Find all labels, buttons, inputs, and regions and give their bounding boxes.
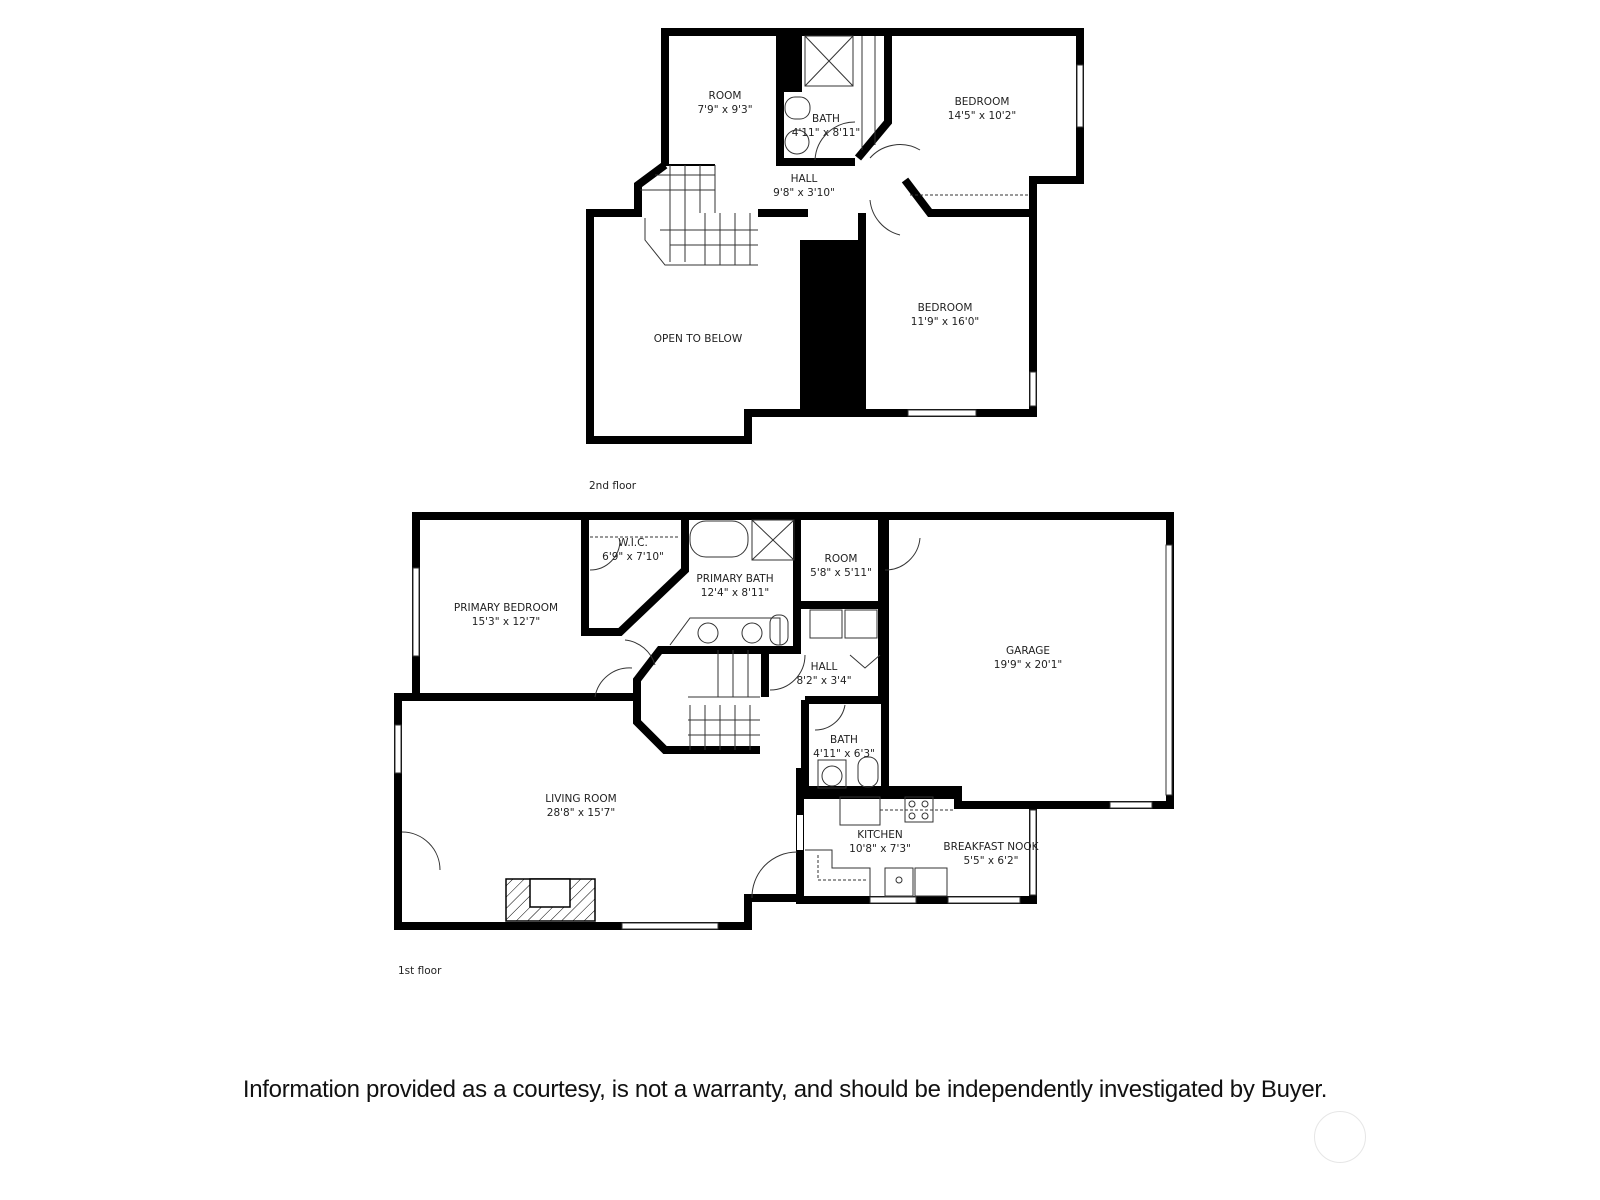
- room-label-wic: W.I.C. 6'9" x 7'10": [602, 536, 664, 564]
- room-label-2nd-bedroom-b: BEDROOM 11'9" x 16'0": [911, 301, 979, 329]
- room-name: PRIMARY BEDROOM: [453, 602, 559, 614]
- room-label-breakfast-nook: BREAKFAST NOOK 5'5" x 6'2": [943, 840, 1038, 868]
- room-dims: 6'9" x 7'10": [602, 551, 664, 563]
- room-dims: 14'5" x 10'2": [947, 110, 1017, 122]
- room-label-primary-bath: PRIMARY BATH 12'4" x 8'11": [696, 572, 773, 600]
- room-label-kitchen: KITCHEN 10'8" x 7'3": [849, 828, 911, 856]
- disclaimer-text: Information provided as a courtesy, is n…: [242, 1076, 1328, 1103]
- floor-label-2nd: 2nd floor: [589, 480, 637, 492]
- room-name: BATH: [812, 113, 840, 125]
- first-floor-fixtures: [394, 519, 1173, 930]
- room-name: BEDROOM: [954, 96, 1010, 108]
- room-name: BEDROOM: [917, 302, 973, 314]
- room-name: W.I.C.: [618, 537, 648, 549]
- room-name: PRIMARY BATH: [696, 573, 774, 585]
- room-dims: 8'2" x 3'4": [796, 675, 852, 687]
- room-dims: 12'4" x 8'11": [700, 587, 770, 599]
- room-dims: 9'8" x 3'10": [773, 187, 835, 199]
- watermark-logo: [1314, 1111, 1366, 1163]
- room-name: BATH: [830, 734, 858, 746]
- room-label-2nd-room: ROOM 7'9" x 9'3": [697, 89, 752, 117]
- room-dims: 4'11" x 6'3": [813, 748, 875, 760]
- staircase-1st: [688, 650, 760, 750]
- room-dims: 5'5" x 6'2": [963, 855, 1019, 867]
- room-name: GARAGE: [1006, 645, 1050, 657]
- room-label-garage: GARAGE 19'9" x 20'1": [994, 644, 1062, 672]
- room-label-open-to-below: OPEN TO BELOW: [654, 332, 742, 346]
- room-name: OPEN TO BELOW: [653, 333, 743, 345]
- room-dims: 19'9" x 20'1": [993, 659, 1063, 671]
- room-label-living-room: LIVING ROOM 28'8" x 15'7": [545, 792, 616, 820]
- room-label-2nd-bath: BATH 4'11" x 8'11": [792, 112, 860, 140]
- second-floor-fixtures: [640, 35, 1084, 417]
- floor-label-1st: 1st floor: [398, 965, 442, 977]
- room-label-2nd-bedroom-a: BEDROOM 14'5" x 10'2": [948, 95, 1016, 123]
- room-dims: 28'8" x 15'7": [546, 807, 616, 819]
- room-name: LIVING ROOM: [545, 793, 617, 805]
- room-dims: 10'8" x 7'3": [849, 843, 911, 855]
- room-name: HALL: [810, 661, 838, 673]
- first-floor-walls: [394, 512, 1174, 930]
- chase-block: [800, 240, 862, 413]
- room-dims: 5'8" x 5'11": [810, 567, 872, 579]
- room-name: ROOM: [824, 553, 858, 565]
- room-dims: 11'9" x 16'0": [910, 316, 980, 328]
- room-name: HALL: [790, 173, 818, 185]
- room-dims: 4'11" x 8'11": [791, 127, 861, 139]
- room-label-1st-room: ROOM 5'8" x 5'11": [810, 552, 872, 580]
- room-dims: 15'3" x 12'7": [471, 616, 541, 628]
- fireplace-hearth: [529, 878, 571, 908]
- room-label-1st-hall: HALL 8'2" x 3'4": [796, 660, 851, 688]
- chase-block: [780, 32, 802, 92]
- room-label-1st-bath: BATH 4'11" x 6'3": [813, 733, 875, 761]
- room-label-primary-bedroom: PRIMARY BEDROOM 15'3" x 12'7": [454, 601, 558, 629]
- room-name: ROOM: [708, 90, 742, 102]
- room-dims: 7'9" x 9'3": [697, 104, 753, 116]
- room-name: KITCHEN: [857, 829, 903, 841]
- room-label-2nd-hall: HALL 9'8" x 3'10": [773, 172, 835, 200]
- staircase-2nd: [640, 165, 758, 266]
- room-name: BREAKFAST NOOK: [943, 841, 1039, 853]
